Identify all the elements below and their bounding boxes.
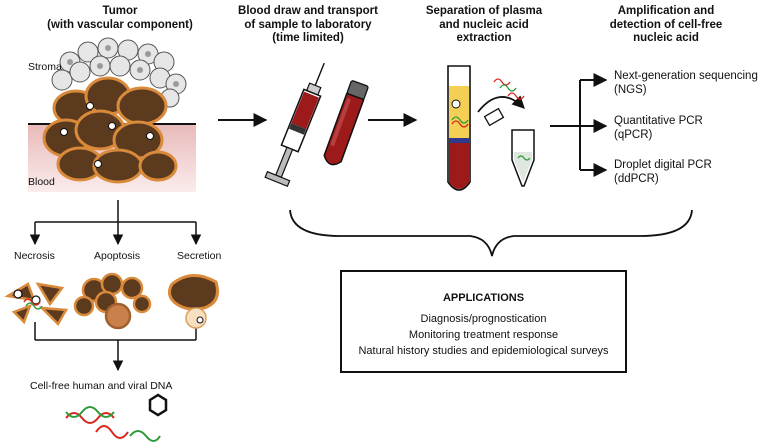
header-blood-line2: of sample to laboratory: [244, 18, 372, 31]
eppendorf-tube: [483, 107, 535, 187]
applications-box: APPLICATIONS Diagnosis/prognostication M…: [340, 270, 627, 373]
header-tumor: Tumor (with vascular component): [40, 5, 200, 32]
label-necrosis: Necrosis: [14, 250, 55, 262]
tumor-illustration: [28, 37, 196, 192]
header-separation: Separation of plasma and nucleic acid ex…: [404, 5, 564, 46]
method-ddpcr: Droplet digital PCR (ddPCR): [614, 159, 712, 187]
method-qpcr-line2: (qPCR): [614, 128, 653, 141]
cell-free-dna-icons: [65, 393, 168, 442]
transfer-arrow: [477, 78, 525, 113]
method-ddpcr-line1: Droplet digital PCR: [614, 159, 712, 171]
application-item: Natural history studies and epidemiologi…: [358, 344, 609, 357]
label-blood: Blood: [28, 176, 55, 188]
header-amplification: Amplification and detection of cell-free…: [586, 5, 746, 46]
application-item: Diagnosis/prognostication: [420, 313, 547, 325]
stroma-cells: [51, 37, 187, 108]
header-separation-line2: and nucleic acid: [439, 18, 529, 31]
method-ngs-line1: Next-generation sequencing: [614, 70, 758, 82]
necrosis-cell: [4, 282, 69, 327]
label-secretion: Secretion: [177, 250, 222, 262]
application-item: Monitoring treatment response: [408, 328, 559, 341]
label-stroma: Stroma: [28, 61, 62, 73]
header-amplification-line2: detection of cell-free: [609, 18, 723, 31]
header-tumor-line1: Tumor: [102, 5, 138, 17]
tumor-mass: [42, 76, 178, 184]
method-ngs: Next-generation sequencing (NGS): [614, 70, 758, 98]
method-qpcr-line1: Quantitative PCR: [614, 115, 703, 127]
apoptosis-cell: [73, 272, 152, 330]
method-qpcr: Quantitative PCR (qPCR): [614, 115, 703, 143]
label-cell-free-dna: Cell-free human and viral DNA: [30, 380, 173, 392]
label-apoptosis: Apoptosis: [94, 250, 141, 262]
blood-tube: [323, 80, 369, 166]
applications-list: Diagnosis/prognostication Monitoring tre…: [342, 312, 625, 360]
header-separation-line1: Separation of plasma: [425, 5, 543, 17]
applications-title: APPLICATIONS: [442, 292, 525, 304]
secretion-cell: [167, 274, 219, 329]
header-blood-line3: (time limited): [272, 32, 344, 45]
header-amplification-line1: Amplification and: [617, 5, 715, 17]
method-ddpcr-line2: (ddPCR): [614, 172, 659, 185]
tumor-nuclei: [60, 102, 154, 168]
header-blood-line1: Blood draw and transport: [238, 5, 378, 17]
step-arrows: [218, 73, 608, 177]
plasma-tube: [447, 65, 471, 191]
header-tumor-line2: (with vascular component): [47, 18, 193, 31]
header-blood-draw: Blood draw and transport of sample to la…: [228, 5, 388, 46]
syringe: [264, 62, 325, 188]
grouping-brace: [289, 209, 693, 257]
method-ngs-line2: (NGS): [614, 83, 647, 96]
header-separation-line3: extraction: [456, 32, 512, 45]
stroma-nuclei: [67, 45, 179, 87]
release-tree: [29, 200, 202, 372]
header-amplification-line3: nucleic acid: [633, 32, 699, 45]
